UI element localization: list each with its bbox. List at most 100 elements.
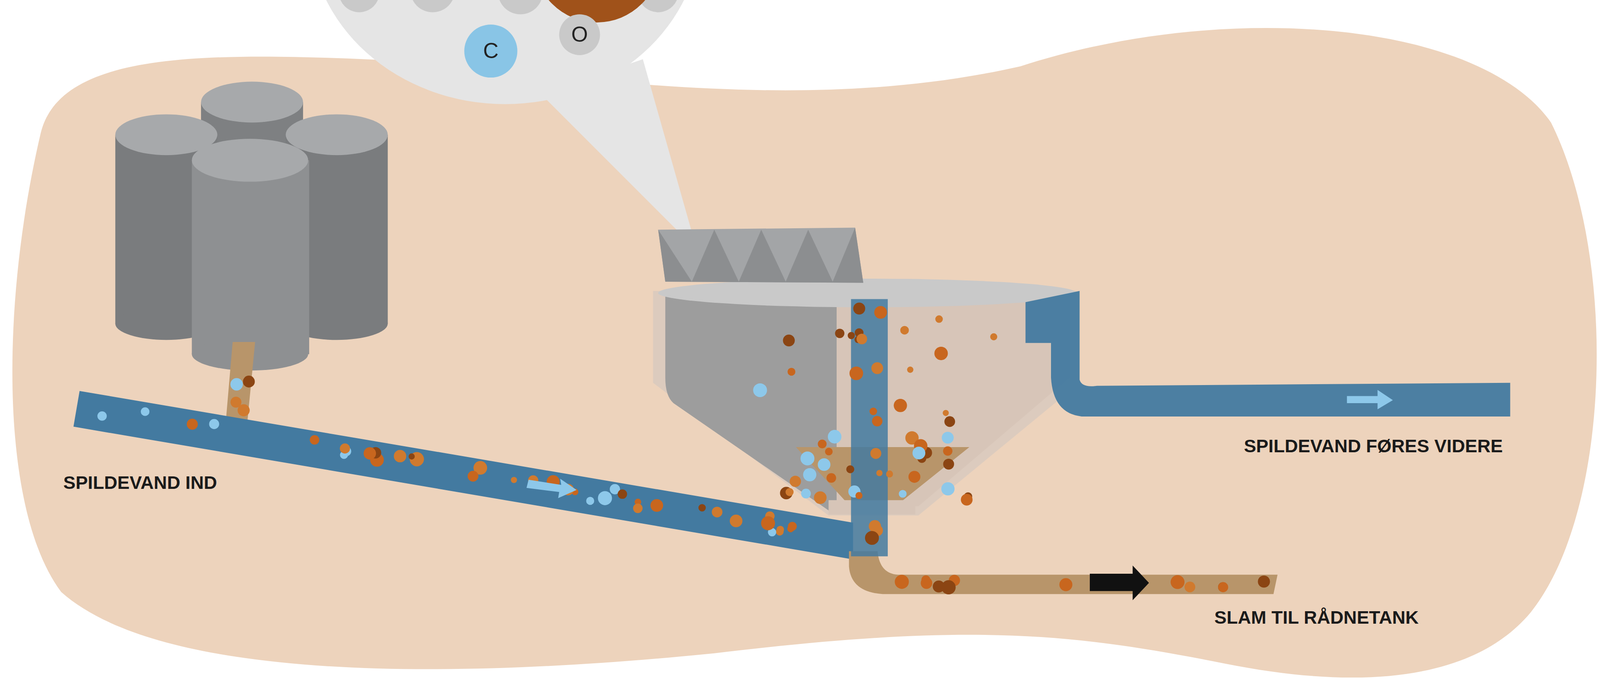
particle <box>942 446 953 456</box>
particle <box>230 378 243 391</box>
atom-fill <box>464 24 518 78</box>
particle <box>855 491 863 499</box>
particle <box>753 383 767 397</box>
particle <box>97 411 107 421</box>
flow-label: SPILDEVAND FØRES VIDERE <box>1243 435 1503 458</box>
particle <box>827 429 842 444</box>
atom-circle: O <box>559 14 601 56</box>
scraper <box>658 227 864 283</box>
atom-circle: C <box>464 24 518 78</box>
particle <box>1059 577 1073 591</box>
particle <box>912 446 926 460</box>
particle <box>787 367 796 376</box>
particle <box>934 346 948 360</box>
particle <box>140 407 150 416</box>
particle <box>893 398 908 413</box>
particle <box>1257 575 1270 588</box>
particle <box>908 470 921 483</box>
particle <box>309 434 320 445</box>
particle <box>237 404 250 417</box>
particle <box>921 575 931 585</box>
atom-symbol: O <box>559 14 601 56</box>
particle <box>941 579 956 595</box>
particles <box>97 302 1270 595</box>
particle <box>393 449 407 463</box>
sludge-pipe <box>849 551 1278 595</box>
particle <box>935 315 943 323</box>
particle <box>846 465 855 474</box>
particle <box>363 446 377 460</box>
particle <box>869 407 878 416</box>
particle <box>865 530 879 545</box>
particle <box>868 520 881 533</box>
particle <box>803 468 817 482</box>
flow-arrow <box>1089 565 1149 601</box>
particle <box>961 493 973 506</box>
particle <box>801 488 812 499</box>
particle <box>849 366 864 381</box>
particle <box>632 503 643 513</box>
particle <box>711 506 723 518</box>
particle <box>785 487 794 497</box>
particle <box>729 514 743 528</box>
particle <box>941 431 954 444</box>
particle <box>941 482 955 496</box>
particle <box>1218 582 1228 593</box>
particle <box>782 334 795 347</box>
particle <box>874 306 887 320</box>
atom-symbol: C <box>464 24 518 78</box>
particle <box>209 418 220 429</box>
storage-tanks <box>115 81 388 371</box>
particle <box>817 458 831 471</box>
particle <box>990 333 998 341</box>
particle <box>900 325 909 335</box>
particle <box>847 331 856 340</box>
particle <box>853 302 866 315</box>
flow-label: SPILDEVAND IND <box>63 472 218 494</box>
background-blob <box>12 27 1597 678</box>
particle <box>942 458 954 470</box>
particle <box>776 525 784 534</box>
particle <box>834 328 845 338</box>
particle <box>800 451 815 466</box>
particle <box>617 489 627 499</box>
particle <box>824 447 833 456</box>
particle <box>898 489 907 498</box>
particle <box>186 418 199 430</box>
particle <box>886 470 894 478</box>
particle <box>944 415 956 427</box>
particle <box>856 333 868 345</box>
flow-arrow <box>1346 389 1393 410</box>
particle <box>698 503 706 512</box>
particle <box>787 521 797 531</box>
particle <box>586 496 595 506</box>
particle <box>242 375 255 388</box>
particle <box>1184 581 1196 593</box>
flow-arrow <box>526 478 577 498</box>
particle <box>876 469 883 477</box>
particle <box>408 453 415 460</box>
particle <box>510 476 517 483</box>
particle <box>813 491 827 504</box>
particle <box>942 409 949 416</box>
atom-fill <box>559 14 601 56</box>
center-pipe <box>850 298 888 556</box>
particle <box>650 499 664 512</box>
particle <box>761 515 776 530</box>
particle <box>467 470 479 482</box>
particle <box>871 362 884 374</box>
particle <box>894 574 909 589</box>
clarifier-tank <box>653 278 1511 516</box>
flow-label: SLAM TIL RÅDNETANK <box>1214 607 1419 629</box>
particle <box>1170 574 1185 589</box>
particle <box>598 490 613 506</box>
particle <box>907 366 914 373</box>
particle <box>870 447 881 459</box>
particle <box>339 443 351 454</box>
particle <box>789 475 801 487</box>
particle <box>817 439 827 449</box>
particle <box>601 491 609 499</box>
particle <box>826 472 836 483</box>
